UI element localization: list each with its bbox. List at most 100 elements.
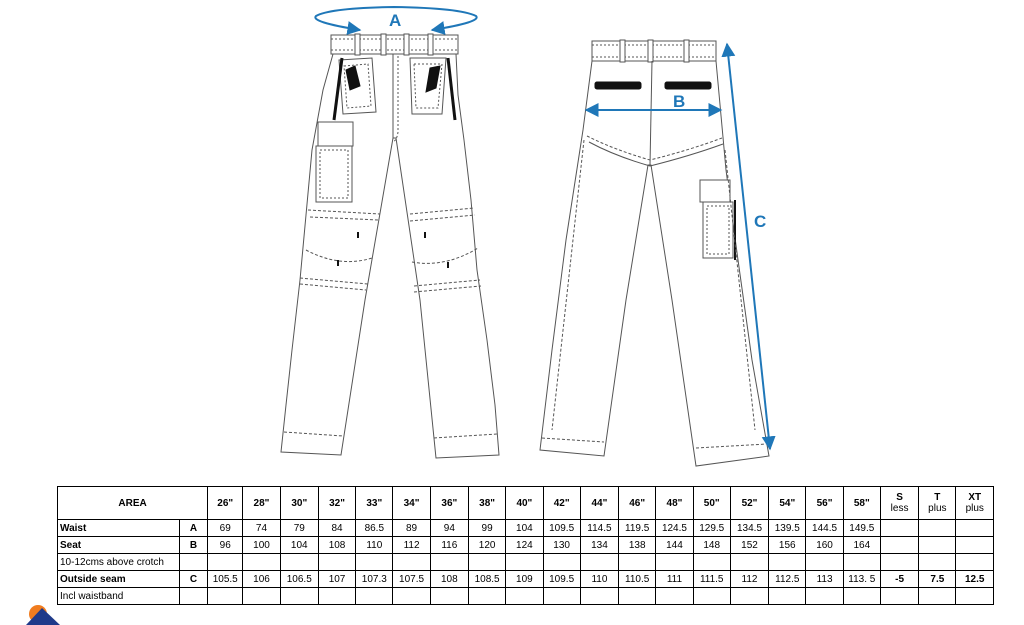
- fit-adjust-value: [879, 536, 920, 554]
- size-value: [505, 587, 544, 605]
- fit-adjust-value: [955, 536, 994, 554]
- size-header: 50": [692, 486, 731, 520]
- size-value: 138: [618, 536, 657, 554]
- fit-adjust-value: -5: [879, 570, 920, 588]
- size-header: 30": [279, 486, 319, 520]
- row-label: Seat: [57, 536, 180, 554]
- size-header: 26": [207, 486, 244, 520]
- size-value: 109.5: [542, 570, 581, 588]
- fit-adjust-value: [955, 519, 994, 537]
- row-label: Incl waistband: [57, 587, 180, 605]
- size-value: 120: [467, 536, 507, 554]
- size-value: [618, 587, 657, 605]
- size-header: 33": [355, 486, 394, 520]
- size-value: [542, 587, 581, 605]
- row-code: B: [178, 536, 209, 554]
- size-header: 28": [242, 486, 281, 520]
- row-code: A: [178, 519, 209, 537]
- fit-adjust-value: [918, 519, 957, 537]
- row-code: C: [178, 570, 209, 588]
- size-value: 144.5: [805, 519, 844, 537]
- size-value: [805, 587, 844, 605]
- fit-adjust-value: [955, 587, 994, 605]
- size-value: 69: [207, 519, 244, 537]
- size-value: [242, 553, 281, 571]
- size-value: [279, 553, 319, 571]
- size-value: 130: [542, 536, 581, 554]
- fit-letter: S: [896, 492, 903, 503]
- size-value: [355, 553, 394, 571]
- brand-logo-icon: [26, 605, 60, 625]
- size-header: 40": [505, 486, 544, 520]
- svg-text:C: C: [754, 212, 766, 231]
- size-value: [317, 553, 357, 571]
- size-value: 79: [279, 519, 319, 537]
- size-value: [692, 587, 731, 605]
- table-row: Incl waistband: [57, 587, 994, 605]
- size-value: 129.5: [692, 519, 731, 537]
- row-code: [178, 553, 209, 571]
- size-value: 110.5: [618, 570, 657, 588]
- size-value: 152: [729, 536, 770, 554]
- size-value: 109: [505, 570, 544, 588]
- size-value: [842, 587, 881, 605]
- size-value: [542, 553, 581, 571]
- size-value: 110: [579, 570, 620, 588]
- size-header: 48": [655, 486, 694, 520]
- size-value: [467, 587, 507, 605]
- size-value: 104: [279, 536, 319, 554]
- size-header: 54": [768, 486, 807, 520]
- fit-adjust-value: [879, 519, 920, 537]
- fit-word: plus: [928, 503, 947, 514]
- svg-text:B: B: [673, 92, 685, 111]
- size-value: 114.5: [579, 519, 620, 537]
- size-value: 99: [467, 519, 507, 537]
- size-value: [618, 553, 657, 571]
- size-value: 106: [242, 570, 281, 588]
- size-value: 124: [505, 536, 544, 554]
- size-value: [768, 587, 807, 605]
- fit-word: less: [890, 503, 909, 514]
- fit-adjust-value: 12.5: [955, 570, 994, 588]
- size-value: 107: [317, 570, 357, 588]
- fit-adjust-value: [879, 587, 920, 605]
- size-value: 156: [768, 536, 807, 554]
- trousers-technical-drawing: A B C: [280, 5, 776, 467]
- size-value: 107.5: [392, 570, 431, 588]
- size-value: 86.5: [355, 519, 394, 537]
- row-code: [178, 587, 209, 605]
- size-value: [505, 553, 544, 571]
- size-header: 42": [542, 486, 581, 520]
- size-value: [279, 587, 319, 605]
- size-value: 144: [655, 536, 694, 554]
- size-value: 104: [505, 519, 544, 537]
- size-value: 148: [692, 536, 731, 554]
- size-header: 58": [842, 486, 881, 520]
- row-label: Waist: [57, 519, 180, 537]
- size-value: 160: [805, 536, 844, 554]
- size-value: 113: [805, 570, 844, 588]
- measurement-b: B: [584, 92, 723, 117]
- size-header: 52": [729, 486, 770, 520]
- size-header: 36": [429, 486, 469, 520]
- size-value: [242, 587, 281, 605]
- size-header: 32": [317, 486, 357, 520]
- fit-word: plus: [965, 503, 984, 514]
- size-value: 94: [429, 519, 469, 537]
- size-value: [655, 553, 694, 571]
- table-row: 10-12cms above crotch: [57, 553, 994, 571]
- size-value: [842, 553, 881, 571]
- size-value: 111.5: [692, 570, 731, 588]
- size-value: [207, 587, 244, 605]
- size-header: 56": [805, 486, 844, 520]
- size-value: [729, 587, 770, 605]
- fit-adjust-value: [955, 553, 994, 571]
- measurement-a: A: [314, 5, 478, 35]
- size-value: [392, 587, 431, 605]
- size-header: 38": [467, 486, 507, 520]
